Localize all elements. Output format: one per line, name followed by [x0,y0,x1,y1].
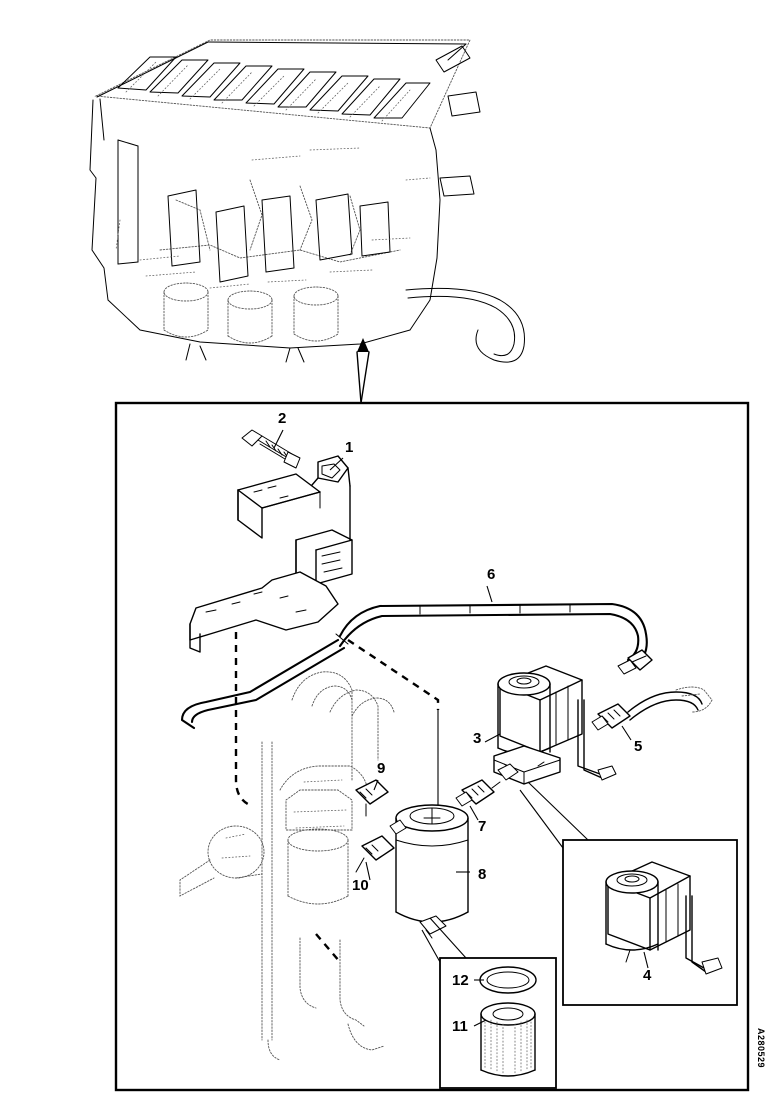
callout-label-text: 4 [643,967,652,984]
fuel-lines [180,602,653,730]
callout-2: 2 [278,411,286,426]
figure-reference-code: A280529 [756,1028,766,1068]
callout-label-text: 2 [278,410,287,427]
callout-8: 8 [478,867,486,882]
callout-label-text: 6 [487,566,496,583]
callout-leaders [273,429,649,1027]
callout-label-text: 1 [345,439,354,456]
assembly-guide-lines [234,632,440,963]
callout-label-text: 3 [473,730,482,747]
callout-label-text: 5 [634,738,643,755]
callout-10: 10 [352,878,369,893]
fuel-filter [389,804,469,939]
filter-element-inset [421,917,557,1089]
filter-pump-connector [455,779,501,807]
callout-label-text: 12 [452,972,469,989]
pump-detail-inset [519,781,738,1006]
callout-label-text: 10 [352,877,369,894]
fitting-upper [355,779,389,817]
callout-1: 1 [345,440,353,455]
callout-label-text: 11 [452,1018,468,1035]
mounting-bracket-assembly [189,429,353,653]
callout-label-text: 9 [377,760,386,777]
callout-5: 5 [634,739,642,754]
callout-label-text: 7 [478,818,487,835]
hose-end-fitting [617,649,653,675]
engine-context-ghost [179,671,395,1061]
callout-6: 6 [487,567,495,582]
callout-7: 7 [478,819,486,834]
bolt-part [241,429,301,469]
callout-4: 4 [643,968,651,983]
callout-label-text: 8 [478,866,487,883]
callout-3: 3 [473,731,481,746]
callout-9: 9 [377,761,385,776]
engine-overview-drawing [89,39,525,363]
bracket-plate [189,455,353,653]
fitting-lower [355,835,395,873]
right-hose-fitting [591,686,713,731]
fuel-pump [493,665,617,785]
callout-11: 11 [452,1019,468,1034]
figure-reference-text: A280529 [756,1028,766,1069]
callout-12: 12 [452,973,469,988]
